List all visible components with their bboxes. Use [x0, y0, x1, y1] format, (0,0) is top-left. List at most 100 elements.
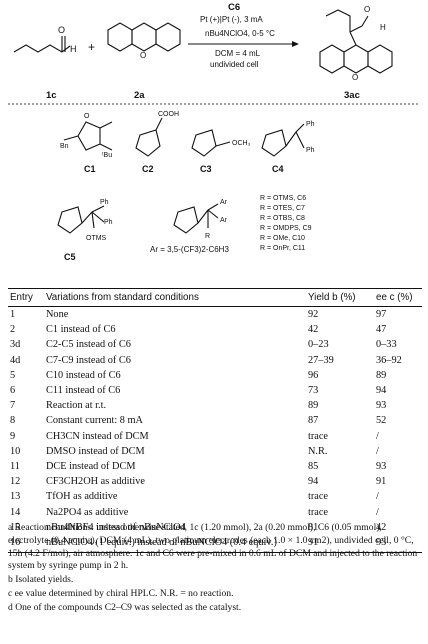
cell-entry: 1	[10, 309, 16, 321]
catalyst-c5-structure	[57, 205, 105, 234]
cell-variation: Constant current: 8 mA	[46, 415, 143, 427]
cell-yield: trace	[308, 430, 329, 442]
cell-variation: C7-C9 instead of C6	[46, 354, 131, 366]
condition-1: Pt (+)|Pt (-), 3 mA	[200, 15, 263, 24]
cell-ee: 52	[376, 415, 387, 427]
c6-r: R	[205, 233, 210, 240]
oxygen-label: O	[58, 25, 65, 35]
cell-variation: Na2PO4 as additive	[46, 506, 129, 518]
catalyst-c1-label: C1	[84, 164, 96, 174]
product-3ac-structure	[319, 9, 393, 74]
arrow-head	[292, 41, 299, 47]
cell-yield: 27–39	[308, 354, 334, 366]
c2-cooh: COOH	[158, 111, 179, 118]
product-ring-oxygen: O	[352, 73, 358, 82]
cell-variation: nBuNClO4 (1 equiv.) instead of nBuNClO4 …	[44, 534, 306, 553]
cell-yield: 73	[308, 385, 319, 397]
cell-ee: 36–92	[376, 354, 402, 366]
catalyst-top-label: C6	[228, 2, 240, 13]
product-h: H	[380, 23, 386, 32]
plus-sign: +	[88, 40, 95, 54]
c6-variant-2: R = OTES, C7	[260, 205, 305, 212]
results-table: Entry Variations from standard condition…	[8, 288, 422, 553]
c6-ar2: Ar	[220, 217, 228, 224]
catalyst-c4-label: C4	[272, 164, 284, 174]
c5-otms: OTMS	[86, 235, 107, 242]
cell-entry: 4d	[10, 354, 21, 366]
cell-entry: 7	[10, 400, 16, 412]
ring-oxygen: O	[140, 51, 146, 60]
cell-yield: 89	[308, 400, 319, 412]
cell-ee: 0–33	[376, 339, 397, 351]
compound-label-2a: 2a	[134, 90, 145, 101]
table-header-row: Entry Variations from standard condition…	[8, 288, 422, 307]
table-row: 12 CF3CH2OH as additive 94 91	[8, 474, 422, 489]
cell-variation: CF3CH2OH as additive	[46, 476, 145, 488]
cell-ee: 93	[374, 534, 422, 553]
cell-entry: 10	[10, 445, 21, 457]
table-row: 6 C11 instead of C6 73 94	[8, 383, 422, 398]
cell-yield: trace	[308, 506, 329, 518]
cell-yield: 87	[308, 415, 319, 427]
cell-entry: 2	[10, 324, 16, 336]
cell-variation: TfOH as additive	[46, 491, 118, 503]
cell-entry: 8	[10, 415, 16, 427]
c6-variant-1: R = OTMS, C6	[260, 195, 306, 202]
aldehyde-1c-structure	[13, 36, 71, 53]
c1-bn: Bn	[60, 143, 69, 150]
condition-2: nBu4NClO4, 0-5 °C	[205, 29, 275, 38]
catalyst-c5-label: C5	[64, 252, 76, 262]
cell-yield: 91	[306, 534, 374, 553]
footnote-b: b Isolated yields.	[8, 574, 74, 586]
ar-note: Ar = 3,5-(CF3)2-C6H3	[150, 245, 229, 254]
catalyst-c3-label: C3	[200, 164, 212, 174]
cell-yield: 42	[308, 324, 319, 336]
cell-entry: 9	[10, 430, 16, 442]
cell-ee: 42	[376, 521, 387, 533]
catalyst-c4-structure	[261, 123, 305, 157]
xanthene-2a-structure	[107, 22, 181, 52]
table-row: 8 Constant current: 8 mA 87 52	[8, 413, 422, 428]
cell-variation: C11 instead of C6	[46, 385, 121, 397]
cell-ee: 94	[376, 385, 387, 397]
cell-yield: 81	[308, 521, 319, 533]
catalyst-c6-structure	[173, 203, 219, 234]
cell-ee: 91	[376, 476, 387, 488]
c6-variant-5: R = OMe, C10	[260, 235, 305, 242]
cell-variation: DMSO instead of DCM	[46, 445, 145, 457]
cell-ee: 89	[376, 369, 387, 381]
condition-3: DCM = 4 mL	[215, 49, 261, 58]
cell-entry: 3d	[10, 339, 21, 351]
cell-variation: None	[46, 309, 69, 321]
compound-label-3ac: 3ac	[344, 90, 360, 101]
header-yield: Yield b (%)	[306, 288, 374, 307]
cell-entry: 5	[10, 369, 16, 381]
cell-entry: 16	[8, 534, 44, 553]
catalyst-c3-structure	[191, 129, 231, 157]
cell-entry: 13	[10, 491, 21, 503]
cell-variation: Reaction at r.t.	[46, 400, 107, 412]
cell-entry: 6	[10, 385, 16, 397]
c6-variant-4: R = OMDPS, C9	[260, 225, 312, 232]
c5-ph1: Ph	[100, 199, 109, 206]
reaction-scheme: O H + O C6 Pt (+)|Pt (-), 3 mA nBu4NClO4…	[8, 2, 420, 262]
cell-yield: 94	[308, 476, 319, 488]
catalyst-c2-label: C2	[142, 164, 154, 174]
c3-och3: OCH₃	[232, 140, 251, 147]
cell-entry: 12	[10, 476, 21, 488]
cell-ee: 97	[376, 309, 387, 321]
footnote-c: c ee value determined by chiral HPLC. N.…	[8, 587, 234, 599]
c4-ph1: Ph	[306, 121, 315, 128]
cell-ee: /	[376, 491, 379, 503]
